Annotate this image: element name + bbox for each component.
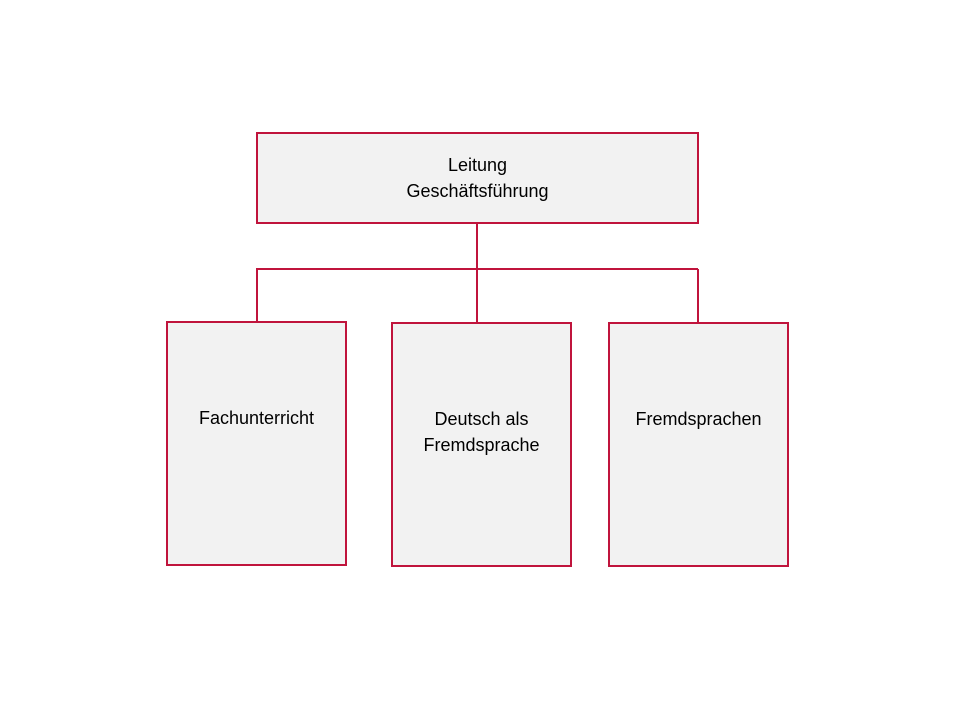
root-label-line1: Leitung [447,155,508,175]
child-1-label-line1: Fachunterricht [198,408,315,428]
child-3-label-line1: Fremdsprachen [635,409,762,429]
child-2-label-line2: Fremdsprache [423,435,540,455]
root-label-line2: Geschäftsführung [406,181,549,201]
leitung-box: Leitung Geschäftsführung [256,132,699,224]
deutsch-als-fremdsprache-box: Deutsch als Fremdsprache [391,322,572,567]
fachunterricht-box: Fachunterricht [166,321,347,566]
fremdsprachen-box: Fremdsprachen [608,322,789,567]
child-2-label-line1: Deutsch als [434,409,529,429]
